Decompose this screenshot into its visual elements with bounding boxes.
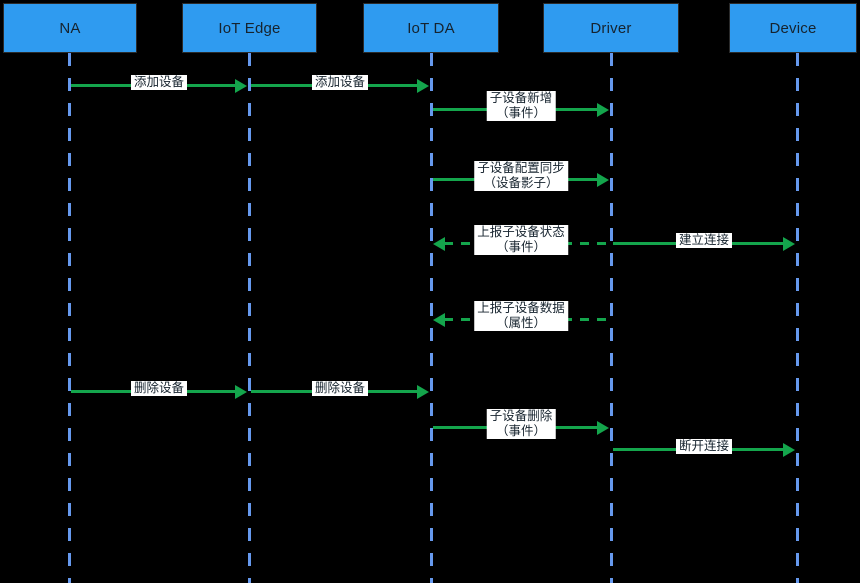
message-label: 子设备新增（事件） — [486, 91, 556, 121]
message-label-line1: 子设备新增 — [489, 91, 553, 105]
message-label: 添加设备 — [311, 75, 369, 90]
arrowhead-right-icon — [235, 78, 247, 93]
lifeline-iot-da — [430, 53, 433, 583]
message-label: 建立连接 — [675, 233, 733, 248]
message-label-line2: （设备影子） — [483, 176, 559, 190]
message-label: 删除设备 — [130, 381, 188, 396]
message-label-line2: （事件） — [495, 106, 547, 120]
message-label-line1: 添加设备 — [314, 75, 366, 89]
message-label-line2: （属性） — [495, 316, 547, 330]
message-label: 断开连接 — [675, 439, 733, 454]
message-label-line1: 断开连接 — [678, 439, 730, 453]
participant-label: NA — [59, 19, 81, 37]
participant-na[interactable]: NA — [3, 3, 137, 53]
arrowhead-left-icon — [433, 312, 445, 327]
message-label: 添加设备 — [130, 75, 188, 90]
message-label: 子设备配置同步（设备影子） — [474, 161, 568, 191]
arrowhead-right-icon — [783, 442, 795, 457]
lifeline-iot-edge — [248, 53, 251, 583]
message-label-line1: 建立连接 — [678, 233, 730, 247]
arrowhead-right-icon — [783, 236, 795, 251]
message-label: 上报子设备状态（事件） — [474, 225, 568, 255]
message-label-line1: 删除设备 — [133, 381, 185, 395]
arrowhead-right-icon — [235, 384, 247, 399]
participant-label: IoT Edge — [218, 19, 281, 37]
message-label: 子设备删除（事件） — [486, 409, 556, 439]
message-label-line1: 上报子设备数据 — [477, 301, 565, 315]
message-label: 删除设备 — [311, 381, 369, 396]
participant-iot-da[interactable]: IoT DA — [363, 3, 499, 53]
message-label-line2: （事件） — [495, 424, 547, 438]
arrowhead-right-icon — [597, 420, 609, 435]
participant-label: Driver — [590, 19, 632, 37]
message-label-line1: 子设备配置同步 — [477, 161, 565, 175]
participant-label: IoT DA — [407, 19, 455, 37]
arrowhead-right-icon — [417, 384, 429, 399]
participant-label: Device — [769, 19, 817, 37]
arrowhead-right-icon — [417, 78, 429, 93]
arrowhead-right-icon — [597, 102, 609, 117]
lifeline-na — [68, 53, 71, 583]
lifeline-device — [796, 53, 799, 583]
lifeline-driver — [610, 53, 613, 583]
arrowhead-left-icon — [433, 236, 445, 251]
message-label-line1: 子设备删除 — [489, 409, 553, 423]
message-label-line1: 添加设备 — [133, 75, 185, 89]
participant-iot-edge[interactable]: IoT Edge — [182, 3, 317, 53]
message-label: 上报子设备数据（属性） — [474, 301, 568, 331]
arrowhead-right-icon — [597, 172, 609, 187]
participant-device[interactable]: Device — [729, 3, 857, 53]
message-label-line1: 删除设备 — [314, 381, 366, 395]
message-label-line2: （事件） — [495, 240, 547, 254]
message-label-line1: 上报子设备状态 — [477, 225, 565, 239]
participant-driver[interactable]: Driver — [543, 3, 679, 53]
